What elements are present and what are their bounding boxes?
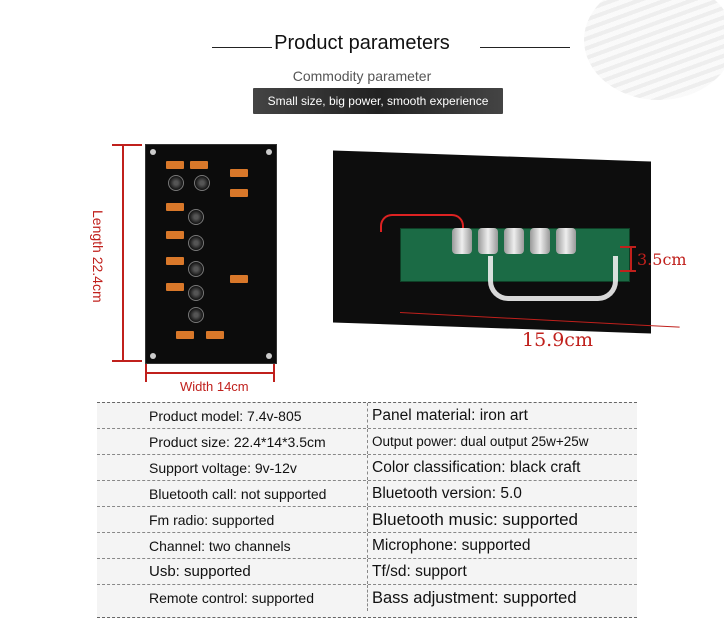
spec-right: Microphone: supported: [367, 533, 637, 558]
potentiometer: [452, 228, 472, 254]
height-label: 3.5cm: [637, 250, 687, 269]
ribbon-cable: [488, 256, 618, 301]
tagline-banner: Small size, big power, smooth experience: [253, 88, 503, 114]
control-knob: [188, 307, 204, 323]
spec-left: Remote control: supported: [149, 590, 314, 606]
spec-right: Bluetooth version: 5.0: [367, 481, 637, 506]
height-dimension-line: [620, 246, 636, 248]
spec-left: Channel: two channels: [149, 538, 291, 554]
panel-label: [166, 257, 184, 265]
control-knob: [188, 285, 204, 301]
control-knob: [188, 209, 204, 225]
spec-right: Bluetooth music: supported: [367, 507, 637, 532]
height-dimension-line: [630, 246, 632, 272]
front-panel-photo: [145, 144, 277, 364]
length-dimension-line: [122, 144, 124, 362]
spec-row: Product size: 22.4*14*3.5cm Output power…: [97, 429, 637, 455]
panel-label: [230, 189, 248, 197]
spec-row: Fm radio: supported Bluetooth music: sup…: [97, 507, 637, 533]
potentiometer: [556, 228, 576, 254]
spec-right: Panel material: iron art: [367, 403, 637, 428]
panel-label: [230, 169, 248, 177]
mount-hole: [266, 353, 272, 359]
red-wire: [380, 214, 464, 232]
width-dimension-cap-right: [273, 364, 275, 382]
width-label: Width 14cm: [180, 379, 249, 394]
spec-row: Usb: supported Tf/sd: support: [97, 559, 637, 585]
spec-left: Usb: supported: [149, 563, 251, 580]
title-divider-left: [212, 47, 272, 48]
control-knob: [168, 175, 184, 191]
height-dimension-line: [620, 270, 636, 272]
spec-left: Fm radio: supported: [149, 512, 275, 528]
panel-label: [176, 331, 194, 339]
control-knob: [188, 261, 204, 277]
control-knob: [188, 235, 204, 251]
spec-left: Product model: 7.4v-805: [149, 408, 302, 424]
width-dimension-line: [145, 372, 275, 374]
panel-label: [166, 283, 184, 291]
depth-label: 15.9cm: [522, 329, 593, 351]
page-subtitle: Commodity parameter: [292, 68, 432, 84]
spec-right: Output power: dual output 25w+25w: [367, 429, 637, 454]
spec-row: Channel: two channels Microphone: suppor…: [97, 533, 637, 559]
potentiometer: [530, 228, 550, 254]
length-dimension-cap-top: [112, 144, 142, 146]
spec-right: Tf/sd: support: [367, 559, 637, 584]
potentiometer: [504, 228, 524, 254]
spec-left: Bluetooth call: not supported: [149, 486, 327, 502]
mount-hole: [150, 353, 156, 359]
potentiometer: [478, 228, 498, 254]
page-title-row: Product parameters: [0, 32, 724, 58]
panel-label: [206, 331, 224, 339]
spec-left: Product size: 22.4*14*3.5cm: [149, 434, 326, 450]
panel-label: [190, 161, 208, 169]
panel-label: [166, 161, 184, 169]
page-title: Product parameters: [274, 32, 450, 54]
control-knob: [194, 175, 210, 191]
title-divider-right: [480, 47, 570, 48]
mount-hole: [150, 149, 156, 155]
spec-row: Bluetooth call: not supported Bluetooth …: [97, 481, 637, 507]
width-dimension-cap-left: [145, 364, 147, 382]
spec-left: Support voltage: 9v-12v: [149, 460, 297, 476]
panel-label: [166, 203, 184, 211]
panel-label: [166, 231, 184, 239]
spec-row: Remote control: supported Bass adjustmen…: [97, 585, 637, 611]
length-label: Length 22.4cm: [90, 209, 106, 303]
microphone-decoration: [584, 0, 724, 100]
spec-right: Bass adjustment: supported: [367, 585, 637, 611]
spec-right: Color classification: black craft: [367, 455, 637, 480]
length-dimension-cap-bottom: [112, 360, 142, 362]
panel-label: [230, 275, 248, 283]
spec-row: Product model: 7.4v-805 Panel material: …: [97, 403, 637, 429]
spec-row: Support voltage: 9v-12v Color classifica…: [97, 455, 637, 481]
spec-table: Product model: 7.4v-805 Panel material: …: [97, 402, 637, 618]
mount-hole: [266, 149, 272, 155]
